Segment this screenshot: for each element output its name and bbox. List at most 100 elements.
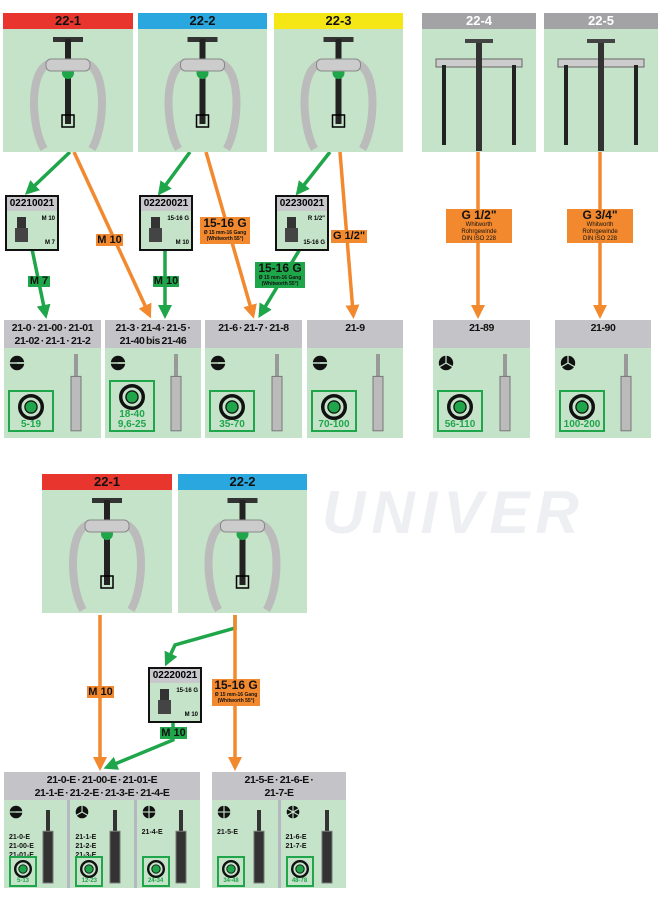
internal-puller-cell[interactable]: 21-9 70-100 xyxy=(307,320,403,438)
jaw-tool-image xyxy=(620,354,632,432)
bearing-icon xyxy=(14,860,32,878)
puller-22-2[interactable]: 22-2 xyxy=(178,474,307,613)
puller-22-3[interactable]: 22-3 xyxy=(274,13,403,152)
puller-label: 22-3 xyxy=(274,13,403,29)
puller-image xyxy=(42,490,172,613)
jaw-tool-image xyxy=(372,354,384,432)
jaw-count-icon xyxy=(217,805,231,824)
jaw-tool-image xyxy=(70,354,82,432)
jaw-count-icon xyxy=(9,355,25,371)
thread-desc: DIN ISO 228 xyxy=(461,236,496,242)
watermark: UNIVER xyxy=(322,479,585,546)
adapter-arrow xyxy=(24,150,72,195)
puller-label: 22-5 xyxy=(544,13,658,29)
cell-header: 21-9 xyxy=(307,320,403,348)
puller-22-5[interactable]: 22-5 xyxy=(544,13,658,152)
puller-22-4[interactable]: 22-4 xyxy=(422,13,536,152)
cell-title-line: 21-1-E · 21-2-E · 21-3-E · 21-4-E xyxy=(34,787,170,799)
thread-desc: Rohrgewinde xyxy=(461,229,497,235)
adapter-02220021[interactable]: 02220021 15-16 G M 10 xyxy=(139,195,193,251)
cell-title-line: 21-9 xyxy=(345,322,365,334)
cell-title-line: 21-90 xyxy=(590,322,616,334)
cell-header: 21-89 xyxy=(433,320,530,348)
bearing-range: 34-48 xyxy=(217,856,245,887)
jaw-tool-image xyxy=(321,810,333,884)
jaw-count-icon xyxy=(438,355,454,371)
bearing-icon xyxy=(146,860,165,878)
adapter-hex-icon xyxy=(15,228,28,242)
thread-value: 15-16 G xyxy=(258,261,302,275)
jaw-count-icon xyxy=(286,805,300,824)
jaw-count-icon xyxy=(286,805,299,819)
jaw-count-icon xyxy=(75,805,89,819)
jaw-count-icon xyxy=(75,805,89,824)
jaw-count-icon xyxy=(560,355,576,376)
thread-desc: DIN ISO 228 xyxy=(582,236,617,242)
adapter-arrow xyxy=(295,150,332,196)
thread-desc: Whitworth xyxy=(586,222,614,228)
internal-puller-cell[interactable]: 21-6 · 21-7 · 21-8 35-70 xyxy=(205,320,302,438)
thread-label-m7: M 7 xyxy=(28,275,50,287)
bearing-range: 70-100 xyxy=(311,390,357,432)
bearing-range: 5-19 xyxy=(8,390,54,432)
puller-22-2[interactable]: 22-2 xyxy=(138,13,267,152)
bearing-range: 56-110 xyxy=(437,390,483,432)
adapter-number: 02210021 xyxy=(7,197,57,211)
jaw-count-icon xyxy=(110,355,126,376)
cell-title-line: 21-0-E · 21-00-E · 21-01-E xyxy=(46,774,158,786)
cell-title-line: 21-7-E xyxy=(264,787,294,799)
bearing-range: 12-23 xyxy=(75,856,104,887)
adapter-top-thread: 15-16 G xyxy=(167,216,189,222)
adapter-bottom-thread: M 10 xyxy=(175,240,189,246)
variant-code: 21-00-E xyxy=(9,843,34,850)
puller-image xyxy=(3,29,133,152)
adapter-hex-icon xyxy=(158,700,171,714)
adapter-bottom-thread: M 10 xyxy=(184,712,198,718)
thread-label-g12: G 1/2" xyxy=(331,230,367,243)
range-value: 12-23 xyxy=(81,878,97,884)
cell-title-line: 21-89 xyxy=(469,322,494,334)
thread-desc: (Whitworth 55°) xyxy=(206,236,244,242)
adapter-02210021[interactable]: 02210021 M 10 M 7 xyxy=(5,195,59,251)
range-value: 5-13 xyxy=(16,878,29,884)
range-value: 5-19 xyxy=(20,419,41,430)
jaw-count-icon xyxy=(210,355,226,376)
puller-22-1[interactable]: 22-1 xyxy=(3,13,133,152)
variant-code: 21-2-E xyxy=(75,843,97,850)
puller-22-1[interactable]: 22-1 xyxy=(42,474,172,613)
cell-title-line: 21-5-E · 21-6-E · xyxy=(244,774,314,786)
variant-code: 21-6-E xyxy=(285,834,307,841)
adapter-bottom-thread: M 7 xyxy=(44,240,55,246)
adapter-hex-icon xyxy=(149,228,162,242)
cell-title-line: 21-6 · 21-7 · 21-8 xyxy=(218,322,289,334)
thread-value: G 1/2" xyxy=(461,208,497,222)
bearing-range: 35-70 xyxy=(209,390,255,432)
cell-header: 21-6 · 21-7 · 21-8 xyxy=(205,320,302,348)
thread-desc: Whitworth xyxy=(465,222,493,228)
adapter-top-thread: M 10 xyxy=(41,216,55,222)
adapter-number: 02220021 xyxy=(141,197,191,211)
range-value: 48-78 xyxy=(291,878,308,884)
internal-puller-cell[interactable]: 21-89 56-110 xyxy=(433,320,530,438)
cell-title-line: 21-0 · 21-00 · 21-01 xyxy=(11,322,94,334)
